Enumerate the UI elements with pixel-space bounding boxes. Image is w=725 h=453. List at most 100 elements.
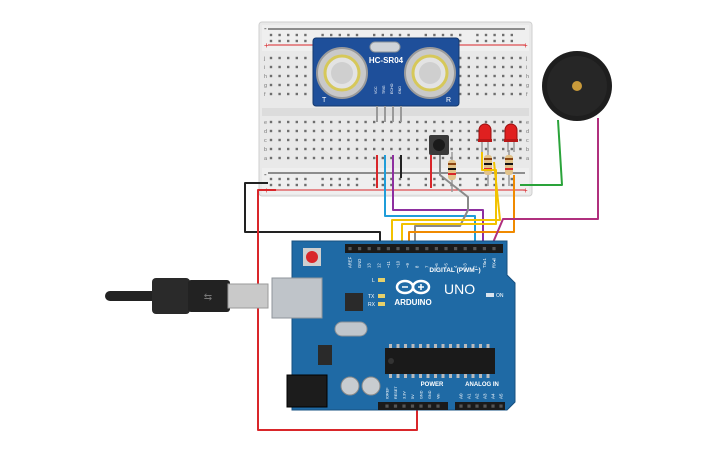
header-pin[interactable]	[491, 404, 495, 408]
push-button[interactable]	[429, 135, 449, 155]
header-pin[interactable]	[459, 404, 463, 408]
row-letter: a	[264, 156, 268, 162]
wire-5v-rail	[257, 189, 418, 431]
header-pin-label: TX▸1	[482, 258, 487, 268]
header-pin[interactable]	[377, 247, 381, 251]
power-jack[interactable]	[286, 374, 328, 408]
power-analog-header	[385, 404, 503, 408]
header-pin-label: 5V	[411, 394, 415, 399]
header-pin-label: ~6	[434, 263, 439, 268]
header-pin[interactable]	[475, 404, 479, 408]
header-pin-label: 3.3V	[403, 391, 407, 399]
wire-button	[414, 155, 469, 250]
row-letter: f	[264, 92, 266, 98]
header-pin-label: GND	[420, 390, 424, 399]
usb-port[interactable]	[271, 277, 323, 319]
header-pin-label: ~10	[396, 260, 401, 268]
rail-minus-bottom: -	[264, 170, 267, 179]
header-pin[interactable]	[402, 404, 406, 408]
header-pin-label: A4	[491, 393, 496, 399]
header-pin-label: ~11	[386, 261, 391, 268]
sensor-pin-label: ECHO	[390, 83, 394, 94]
digital-header	[348, 247, 496, 251]
rx-label: RX	[368, 302, 376, 308]
row-letter: i	[264, 65, 265, 71]
header-pin-label: AREF	[348, 256, 353, 268]
header-pin[interactable]	[434, 247, 438, 251]
led-2[interactable]	[504, 123, 518, 152]
row-letter: a	[526, 156, 530, 162]
header-pin[interactable]	[436, 404, 440, 408]
header-pin[interactable]	[454, 247, 458, 251]
header-pin[interactable]	[358, 247, 362, 251]
header-pin-label: ~9	[405, 263, 410, 268]
header-pin[interactable]	[415, 247, 419, 251]
row-letter: b	[264, 147, 267, 153]
wires	[244, 118, 599, 431]
header-pin-label: ~5	[444, 263, 449, 268]
header-pin[interactable]	[444, 247, 448, 251]
header-pin-label: A0	[459, 393, 464, 399]
header-pin[interactable]	[386, 247, 390, 251]
header-pin-label: 13	[367, 263, 372, 268]
header-pin[interactable]	[427, 404, 432, 408]
arduino-model: UNO	[444, 281, 475, 297]
header-pin[interactable]	[482, 247, 486, 251]
header-pin-label: GND	[357, 259, 362, 268]
reset-button[interactable]	[303, 248, 321, 266]
usb-chip	[345, 293, 363, 311]
header-pin[interactable]	[492, 247, 496, 251]
row-letter: h	[526, 74, 529, 80]
header-pin-label: 4	[453, 265, 458, 268]
header-pin[interactable]	[348, 247, 352, 251]
header-pin[interactable]	[393, 404, 398, 408]
sensor-r-mark: R	[446, 97, 451, 104]
sensor-pin-label: GND	[398, 86, 402, 94]
power-label: POWER	[421, 382, 444, 388]
header-pin[interactable]	[396, 247, 400, 251]
on-led	[486, 293, 494, 297]
rail-plus-bottom-right: +	[523, 186, 528, 195]
header-pin[interactable]	[410, 404, 415, 408]
receiver-transducer	[404, 47, 456, 99]
header-pin[interactable]	[406, 247, 410, 251]
resistor-3[interactable]	[505, 150, 513, 186]
header-pin[interactable]	[367, 247, 371, 251]
header-pin-label: Vin	[437, 394, 441, 399]
wire-led1-alt	[391, 161, 501, 250]
arduino-brand: ARDUINO	[394, 298, 431, 307]
header-pin[interactable]	[419, 404, 423, 408]
wire-gnd-rail	[244, 182, 381, 250]
arduino-logo	[395, 279, 431, 295]
header-pin[interactable]	[473, 247, 477, 251]
svg-text:⇆: ⇆	[204, 292, 212, 303]
row-letter: d	[264, 129, 267, 135]
header-pin[interactable]	[385, 404, 389, 408]
header-pin[interactable]	[467, 404, 471, 408]
header-pin-label: RX◂0	[492, 257, 497, 268]
header-pin-label: RESET	[394, 386, 398, 399]
voltage-regulator	[318, 345, 332, 365]
atmega-chip	[385, 344, 495, 378]
header-pin[interactable]	[463, 247, 467, 251]
capacitors	[340, 376, 381, 396]
row-letter: c	[526, 138, 529, 144]
header-pin[interactable]	[483, 404, 487, 408]
rail-minus-top: -	[264, 24, 267, 33]
sensor-model-label: HC-SR04	[369, 56, 404, 65]
row-letter: g	[526, 83, 529, 89]
header-pin[interactable]	[425, 247, 429, 251]
header-pin-label: A2	[475, 393, 480, 399]
header-pin[interactable]	[499, 404, 503, 408]
wire-led1	[401, 152, 497, 250]
piezo-buzzer[interactable]	[542, 51, 612, 121]
on-label: ON	[496, 293, 504, 299]
header-pin-label: ~3	[463, 263, 468, 268]
row-letter: j	[525, 56, 527, 62]
